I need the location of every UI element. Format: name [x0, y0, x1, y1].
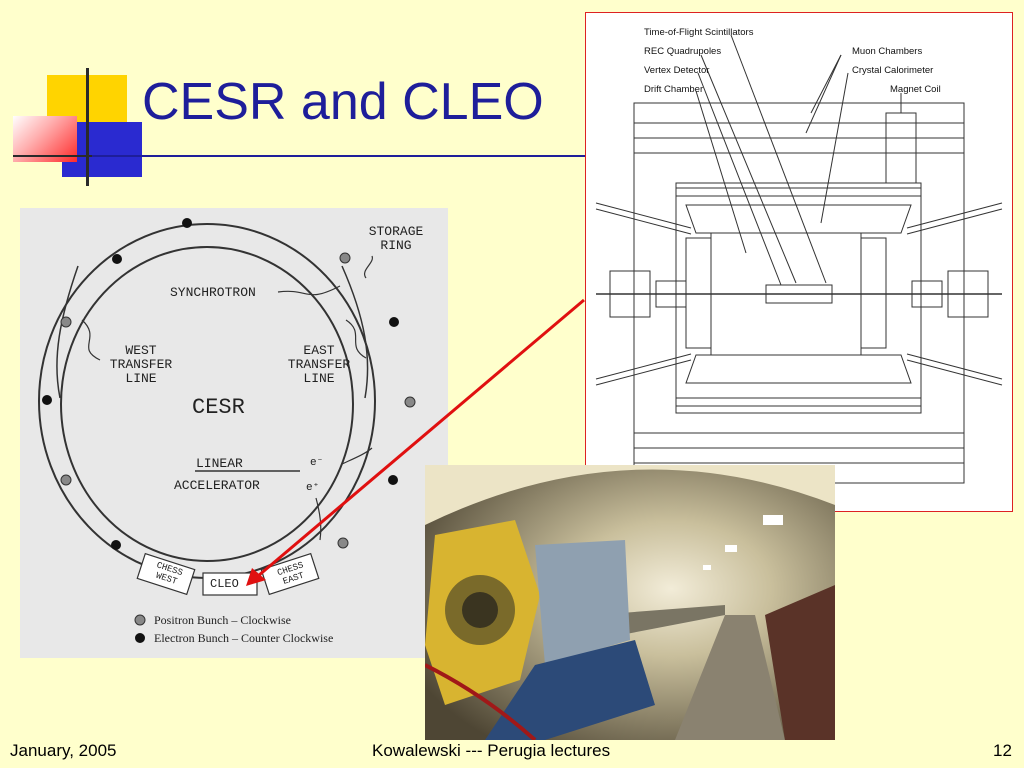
label-cleo: CLEO: [210, 577, 239, 591]
label-linear: LINEAR: [196, 456, 243, 471]
page-title: CESR and CLEO: [142, 73, 544, 131]
cleo-detector-diagram: Time-of-Flight Scintillators REC Quadrup…: [585, 12, 1013, 512]
label-magnet-coil: Magnet Coil: [890, 84, 941, 95]
label-east-transfer-line: EAST TRANSFER LINE: [287, 343, 351, 386]
legend-electron: Electron Bunch – Counter Clockwise: [154, 631, 334, 645]
label-crystal-calorimeter: Crystal Calorimeter: [852, 65, 934, 76]
deco-horizontal-line: [13, 155, 143, 157]
label-tof-scintillators: Time-of-Flight Scintillators: [644, 27, 754, 38]
label-west-transfer-line: WEST TRANSFER LINE: [109, 343, 173, 386]
legend-positron: Positron Bunch – Clockwise: [154, 613, 291, 627]
deco-vertical-line: [86, 68, 89, 186]
label-cesr: CESR: [192, 395, 245, 420]
label-rec-quadrupoles: REC Quadrupoles: [644, 46, 722, 57]
footer-date: January, 2005: [10, 741, 117, 760]
tunnel-photo-drawing: [425, 465, 835, 740]
deco-red-square: [13, 116, 77, 162]
label-storage-ring: STORAGE RING: [368, 224, 424, 253]
label-positron: e⁺: [306, 482, 320, 494]
tunnel-photo: [425, 465, 835, 740]
label-synchrotron: SYNCHROTRON: [170, 285, 256, 300]
footer-page-number: 12: [993, 741, 1012, 760]
footer-title: Kowalewski --- Perugia lectures: [372, 741, 611, 760]
label-muon-chambers: Muon Chambers: [852, 46, 923, 57]
detector-drawing: [595, 34, 1003, 484]
title-rule: [92, 155, 592, 157]
label-drift-chamber: Drift Chamber: [644, 84, 704, 95]
label-vertex-detector: Vertex Detector: [644, 65, 710, 76]
label-electron: e⁻: [310, 457, 324, 469]
label-accelerator: ACCELERATOR: [174, 478, 260, 493]
cesr-ring-diagram: STORAGE RING SYNCHROTRON WEST TRANSFER L…: [20, 208, 448, 658]
